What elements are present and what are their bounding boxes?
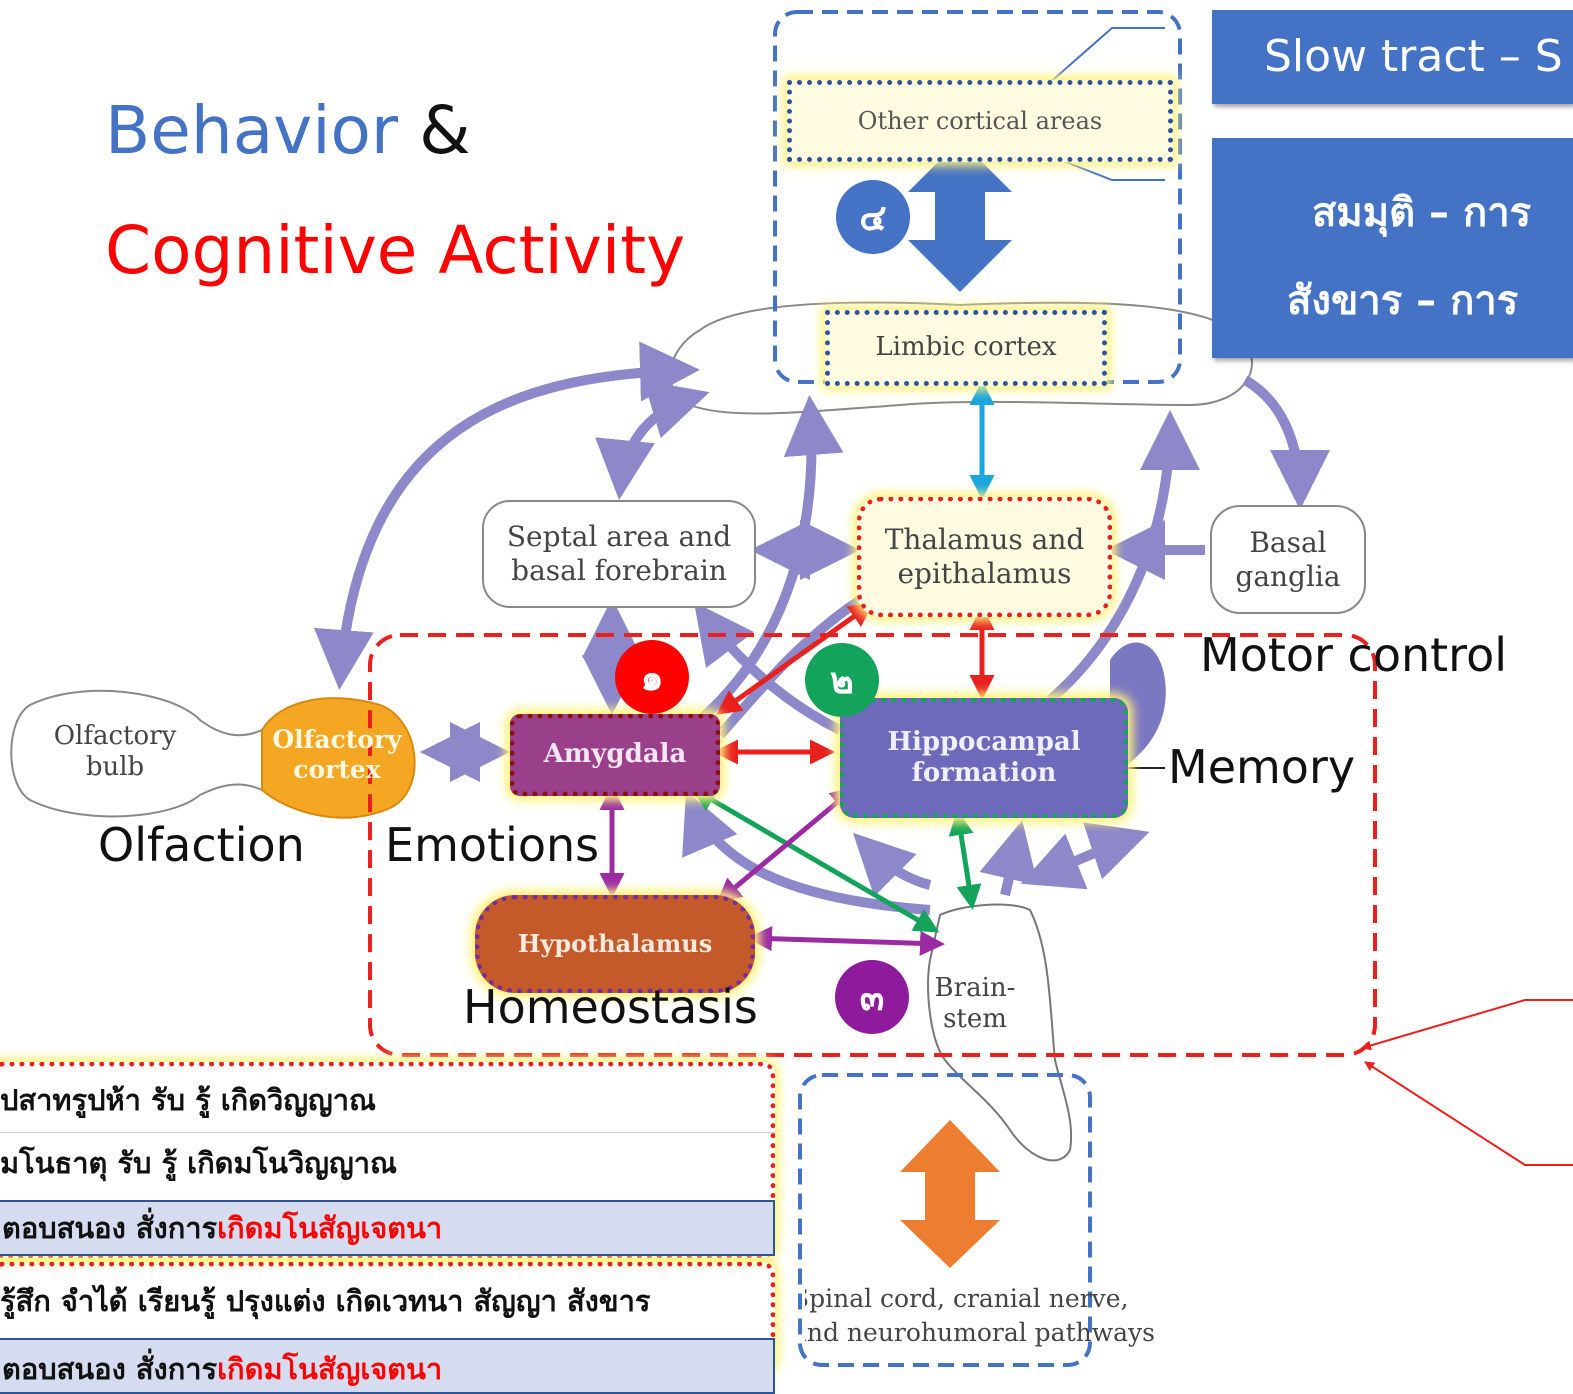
thalamus-node: Thalamus and epithalamus: [857, 497, 1112, 617]
arrow-limbic-to-basal: [1242, 375, 1330, 510]
table-row: ตอบสนอง สั่งการ เกิดมโนสัญเจตนา: [0, 1200, 775, 1256]
amygdala-node: Amygdala: [510, 714, 720, 796]
badge-2: ๒: [805, 643, 879, 717]
table-row: มโนธาตุ รับ รู้ เกิดมโนวิญญาณ: [0, 1132, 775, 1192]
table-row: ตอบสนอง สั่งการ เกิดมโนสัญเจตนา: [0, 1338, 775, 1394]
olfactory-bulb-label: Olfactory bulb: [40, 712, 190, 792]
spinal-line-1: Spinal cord, cranial nerve,: [805, 1284, 1129, 1313]
septal-line-1: Septal area and: [506, 520, 732, 554]
sammuti-line-2: สังขาร – การ: [1287, 278, 1519, 324]
olfactory-cortex-label: Olfactory cortex: [262, 715, 412, 795]
title-ampersand: &: [419, 92, 471, 169]
spinal-cord-label-clip: Spinal cord, cranial nerve, and neurohum…: [805, 1282, 1175, 1352]
badge-4: ๔: [836, 180, 910, 254]
septal-area-node: Septal area and basal forebrain: [482, 500, 756, 608]
spinal-cord-label: Spinal cord, cranial nerve, and neurohum…: [805, 1282, 1155, 1350]
basal-line-1: Basal: [1249, 525, 1327, 559]
arrow-hippo-down-right: [979, 820, 1038, 897]
brainstem-label: Brain- stem: [915, 965, 1035, 1043]
slow-tract-box: Slow tract – S: [1212, 10, 1573, 104]
pointer-slow-tract: [1029, 27, 1165, 101]
olfactory-bulb-shape: [10, 689, 263, 818]
pointer-red-lower-right-b: [1364, 1061, 1573, 1166]
arrow-red-thalamus-amygdala: [715, 602, 875, 715]
thalamus-line-2: epithalamus: [897, 557, 1072, 590]
label-emotions: Emotions: [385, 818, 600, 872]
badge-3: ๓: [835, 960, 909, 1034]
blue-dashed-bottom-region: [798, 1073, 1092, 1367]
arrow-hippo-to-limbic: [1046, 410, 1200, 704]
brainstem-line-2: stem: [943, 1004, 1007, 1034]
row-4-text: รู้สึก จำได้ เรียนรู้ ปรุงแต่ง เกิดเวทนา…: [0, 1284, 651, 1318]
row-5-red-text: เกิดมโนสัญเจตนา: [217, 1352, 443, 1386]
arrow-brainstem-right: [1020, 822, 1150, 890]
arrow-violet-hypothalamus-brainstem: [747, 926, 945, 956]
brainstem-line-1: Brain-: [934, 972, 1016, 1003]
pointer-red-lower-right-a: [1361, 999, 1573, 1051]
row-3-text: ตอบสนอง สั่งการ: [2, 1211, 218, 1245]
arrow-limbic-to-olfactory: [313, 341, 700, 690]
basal-ganglia-node: Basal ganglia: [1210, 505, 1366, 614]
brainstem-shape: [927, 903, 1073, 1162]
sammuti-box: สมมุติ – การ สังขาร – การ: [1212, 138, 1573, 358]
arrow-limbic-to-septal: [595, 380, 710, 500]
olf-cortex-line-1: Olfactory: [272, 725, 402, 754]
arrow-violet-hippo-hypothalamus: [716, 786, 856, 904]
row-2-text: มโนธาตุ รับ รู้ เกิดมโนวิญญาณ: [0, 1145, 397, 1180]
spinal-line-2: and neurohumoral pathways: [805, 1317, 1155, 1347]
basal-line-2: ganglia: [1235, 559, 1341, 593]
table-row: รู้สึก จำได้ เรียนรู้ ปรุงแต่ง เกิดเวทนา…: [0, 1270, 775, 1332]
label-olfaction: Olfaction: [98, 818, 305, 872]
row-3-red-text: เกิดมโนสัญเจตนา: [217, 1211, 443, 1245]
arrow-hippo-brainstem-curve: [852, 832, 932, 897]
badge-1: ๑: [615, 640, 689, 714]
label-homeostasis: Homeostasis: [463, 980, 758, 1034]
sammuti-line-1: สมมุติ – การ: [1312, 190, 1532, 236]
hippocampal-formation-node: Hippocampal formation: [840, 698, 1128, 818]
title-behavior: Behavior: [105, 92, 399, 169]
label-memory: Memory: [1168, 740, 1356, 794]
big-blue-double-arrow: [908, 140, 1012, 292]
row-1-text: ปสาทรูปห้า รับ รู้ เกิดวิญญาณ: [0, 1083, 376, 1117]
other-cortical-areas-node: Other cortical areas: [787, 80, 1173, 162]
title-line-1: Behavior &: [105, 92, 471, 169]
olfactory-cortex-shape: [261, 697, 416, 819]
septal-line-2: basal forebrain: [511, 554, 727, 587]
big-orange-double-arrow: [900, 1120, 1000, 1268]
olf-cortex-line-2: cortex: [293, 755, 381, 784]
title-cognitive-activity: Cognitive Activity: [105, 212, 686, 289]
hippo-line-1: Hippocampal: [887, 726, 1081, 757]
olf-bulb-line-2: bulb: [85, 752, 145, 782]
label-motor-control: Motor control: [1200, 628, 1507, 682]
table-row: ปสาทรูปห้า รับ รู้ เกิดวิญญาณ: [0, 1070, 775, 1130]
limbic-cortex-node: Limbic cortex: [825, 310, 1107, 386]
arrow-green-hippo-brainstem: [948, 810, 982, 910]
olf-bulb-line-1: Olfactory: [53, 720, 177, 751]
row-5-text: ตอบสนอง สั่งการ: [2, 1352, 218, 1386]
thalamus-line-1: Thalamus and: [884, 523, 1085, 557]
hypothalamus-node: Hypothalamus: [475, 895, 755, 993]
hippo-line-2: formation: [911, 758, 1057, 788]
